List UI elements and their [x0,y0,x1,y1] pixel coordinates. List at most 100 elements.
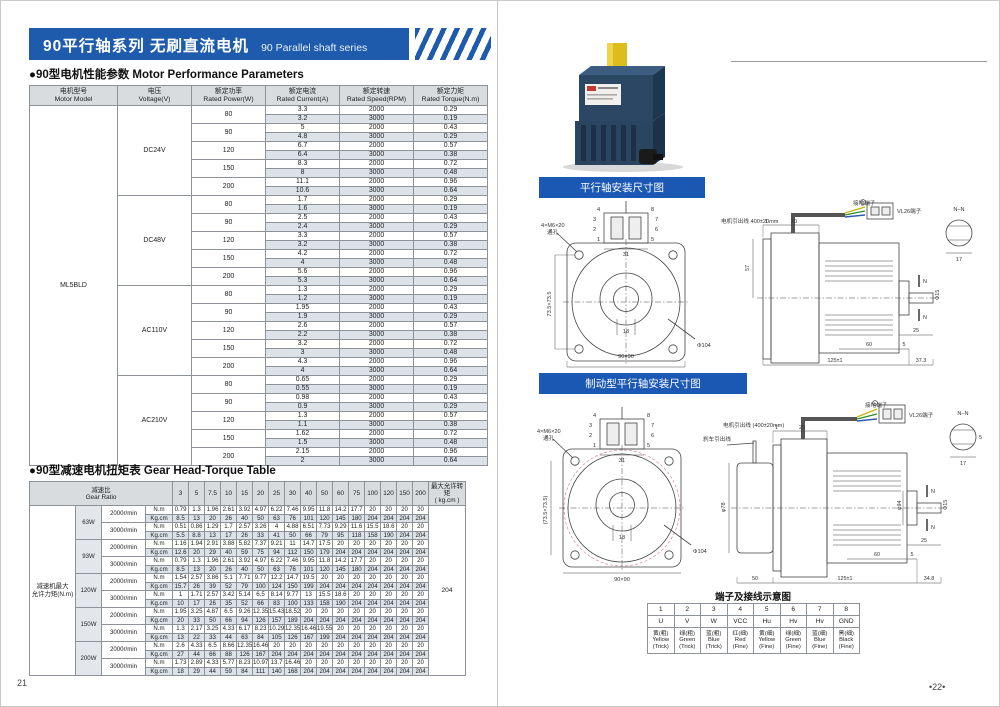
table-cell: 26 [188,581,206,591]
table-cell: 0.96 [413,177,488,187]
table-cell: 20 [364,590,382,600]
table-cell: 12.6 [172,547,190,557]
table-cell: 5 [188,481,206,506]
table-cell: 0.51 [172,522,190,532]
table-cell: 204 [380,513,398,523]
table-cell: 20 [412,573,430,583]
table-cell: 1.71 [188,590,206,600]
table-cell: 20 [268,641,286,651]
table-cell: 50 [204,615,222,625]
section-width-dim: 17 [956,257,962,263]
table-cell: 20 [348,658,366,668]
table-cell: 20 [396,658,414,668]
table-cell: 150 [300,547,318,557]
table-cell: 20 [364,658,382,668]
table-cell: 140 [268,666,286,676]
table-cell: 14.2 [332,556,350,566]
table-cell: 18.6 [380,522,398,532]
table-cell: 35 [220,598,238,608]
table-cell: 1.5 [265,438,340,448]
table-cell: 20 [396,522,414,532]
table-cell: 101 [300,564,318,574]
table-cell: 0.29 [413,402,488,412]
table-cell: 8.5 [172,564,190,574]
table-cell: 20 [332,573,350,583]
cable-callout: 电机引出线 400±20mm [721,217,779,225]
table-cell: 11.8 [316,505,334,515]
table-cell: 150 [191,429,266,448]
table-cell: 18 [172,666,190,676]
table-cell: 蓝(粗) Blue (Trick) [700,627,728,654]
table-cell: 20 [380,573,398,583]
table-cell: Kg.cm [144,666,174,676]
table-cell: 204 [284,649,302,659]
table-cell: 20 [380,539,398,549]
table-cell: 6.51 [300,522,318,532]
table-cell: 22 [188,632,206,642]
table-cell: 5.1 [220,573,238,583]
table-cell: 200 [191,177,266,196]
table-cell: 20 [332,641,350,651]
table-cell: N.m [144,607,174,617]
shaft-diameter: Φ15 [935,290,941,300]
table-cell: 0.79 [172,556,190,566]
table-cell: 204 [412,598,430,608]
table-cell: 204 [364,547,382,557]
table-cell: 145 [332,564,350,574]
table-cell: Kg.cm [144,513,174,523]
table-cell: 绿(细) Green (Fine) [779,627,807,654]
table-cell: 120 [191,321,266,340]
table-cell: 2000 [339,123,414,133]
table-cell: 0.29 [413,375,488,385]
table-cell: 6.22 [268,505,286,515]
table-cell: 44 [188,649,206,659]
table-cell: 黄(细) Yellow (Fine) [753,627,781,654]
table-cell: 8.23 [236,658,254,668]
flange-bottom-dim: 90×90 [618,354,634,360]
flange-bottom-dim: 90×90 [614,577,630,583]
table-cell: 124 [268,581,286,591]
table-cell: 167 [300,632,318,642]
table-cell: 4.97 [252,556,270,566]
table-cell: 6 [779,603,807,616]
table-cell: 79 [316,530,334,540]
table-cell: 5.6 [265,267,340,277]
table-cell: 3.2 [265,114,340,124]
table-cell: 20 [332,658,350,668]
table-cell: 3000 [339,456,414,466]
table-cell: 20 [204,564,222,574]
table-cell: 1.3 [172,624,190,634]
table-cell: 158 [364,530,382,540]
table-cell: 66 [300,530,318,540]
table-cell: 0.38 [413,240,488,250]
table-cell: 15.7 [172,581,190,591]
table-cell: 204 [428,505,467,676]
series-banner-bar: 90平行轴系列 无刷直流电机 90 Parallel shaft series [29,28,409,60]
table-cell: 3 [172,481,190,506]
table-cell: 100 [284,598,302,608]
table-cell: 2000 [339,249,414,259]
table-cell: 13.7 [268,658,286,668]
table-cell: 2000 [339,231,414,241]
section-label: N–N [957,411,968,417]
table-cell: 3000 [339,420,414,430]
table-cell: 15.5 [364,522,382,532]
table-cell: 3.2 [265,339,340,349]
table-cell: 2.57 [188,573,206,583]
table-cell: 13 [300,590,318,600]
table-cell: 83 [268,598,286,608]
table-cell: 20 [188,547,206,557]
table-cell: 20 [412,590,430,600]
dim-length: 125±1 [838,576,853,582]
table-cell: 75 [252,547,270,557]
table-cell: 电压 Voltage(V) [117,85,192,106]
table-cell: 20 [364,573,382,583]
